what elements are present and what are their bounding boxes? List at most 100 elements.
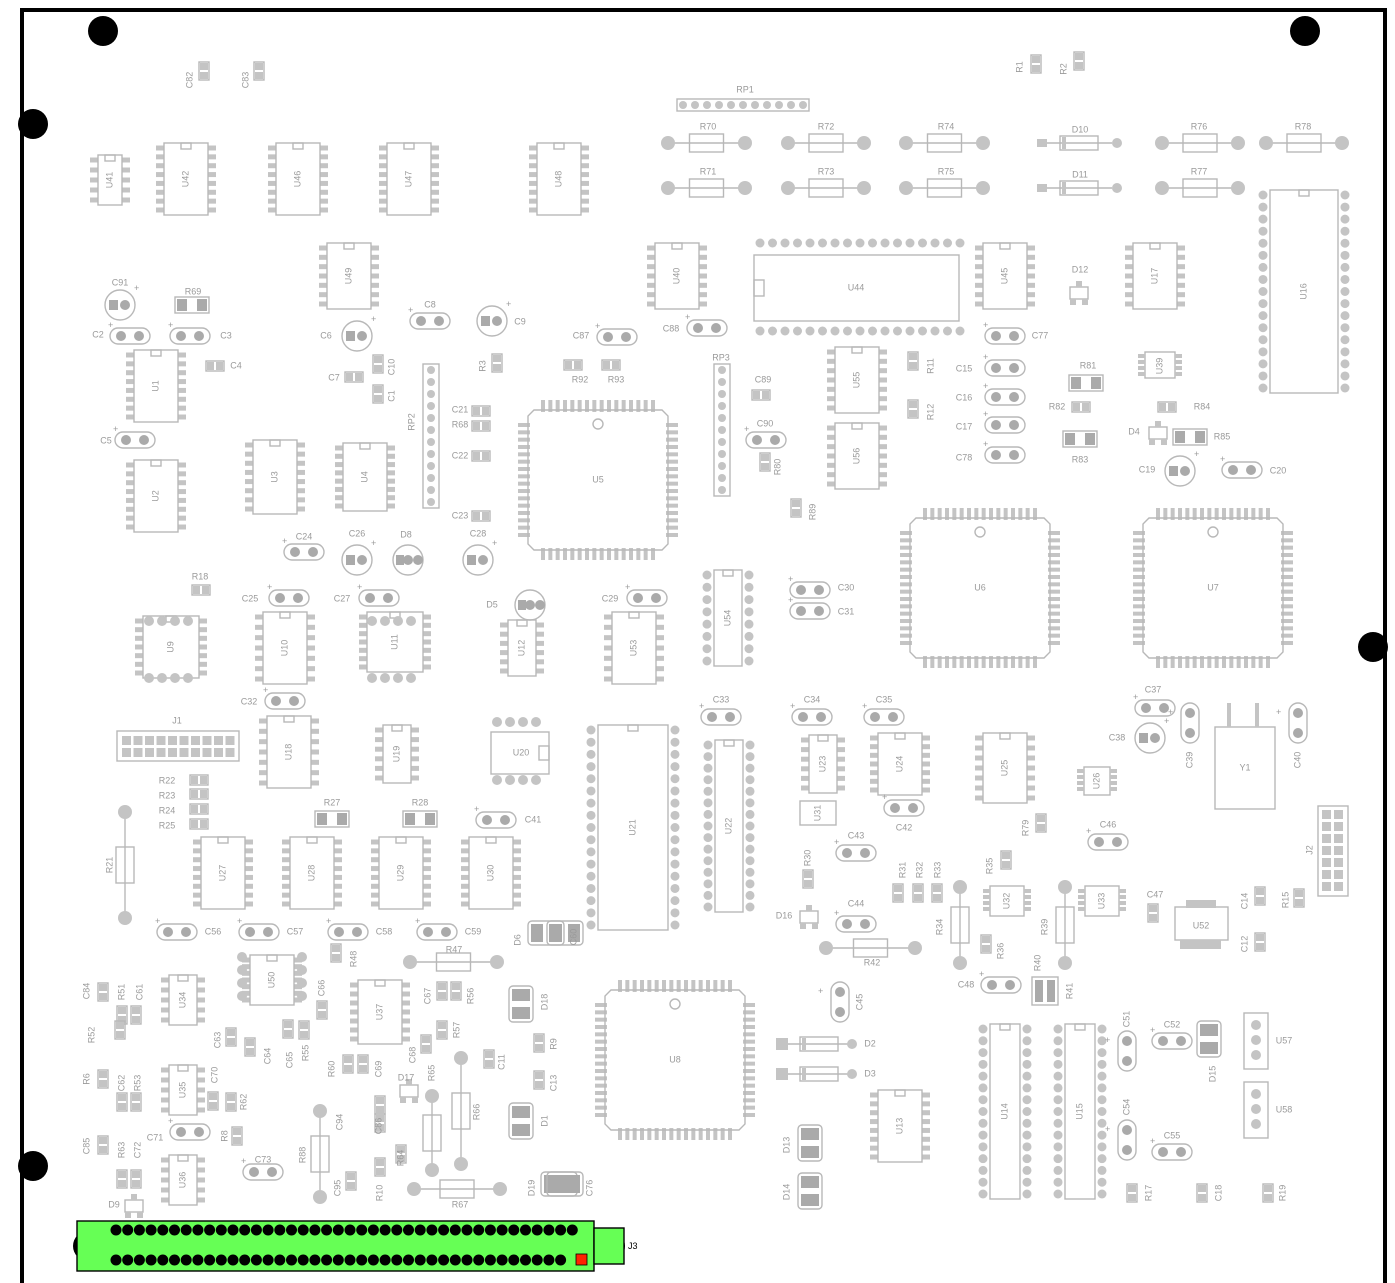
component-c4[interactable] bbox=[205, 360, 225, 372]
component-c25[interactable]: + bbox=[267, 582, 310, 607]
component-r31[interactable] bbox=[892, 883, 904, 903]
component-r22[interactable] bbox=[189, 774, 209, 786]
component-r52[interactable] bbox=[114, 1020, 126, 1040]
component-c51[interactable]: + bbox=[1105, 1030, 1137, 1072]
component-u9-pads[interactable] bbox=[144, 616, 193, 683]
component-c6[interactable]: + bbox=[341, 314, 376, 352]
component-r57[interactable] bbox=[436, 1020, 448, 1040]
component-c37[interactable]: + bbox=[1133, 692, 1176, 717]
component-r83[interactable] bbox=[1062, 430, 1098, 448]
component-c18[interactable] bbox=[1196, 1183, 1208, 1203]
component-c35[interactable]: + bbox=[862, 701, 905, 726]
component-c62[interactable] bbox=[116, 1092, 128, 1112]
component-u23[interactable] bbox=[801, 734, 845, 794]
component-r88[interactable] bbox=[310, 1104, 330, 1204]
component-c28[interactable]: + bbox=[462, 538, 497, 576]
component-c16[interactable]: + bbox=[983, 381, 1026, 406]
component-d9[interactable] bbox=[124, 1194, 144, 1218]
component-c20[interactable]: + bbox=[1220, 454, 1263, 479]
component-c32[interactable]: + bbox=[263, 685, 306, 710]
component-c66[interactable] bbox=[316, 1000, 328, 1020]
component-r85[interactable] bbox=[1172, 428, 1208, 446]
component-r70[interactable] bbox=[661, 133, 752, 153]
component-c95[interactable] bbox=[345, 1171, 357, 1191]
component-u45[interactable] bbox=[975, 242, 1035, 310]
component-r32[interactable] bbox=[912, 883, 924, 903]
component-u31[interactable] bbox=[799, 800, 837, 826]
component-c19[interactable]: + bbox=[1164, 449, 1199, 487]
component-c23[interactable] bbox=[471, 510, 491, 522]
component-c60[interactable] bbox=[546, 920, 584, 946]
component-u41[interactable] bbox=[90, 154, 130, 206]
component-r62[interactable] bbox=[225, 1092, 237, 1112]
component-r40[interactable] bbox=[1031, 976, 1059, 1006]
component-d18[interactable] bbox=[508, 985, 534, 1023]
component-c77[interactable]: + bbox=[983, 320, 1026, 345]
component-d8[interactable] bbox=[392, 544, 424, 576]
component-c14[interactable] bbox=[1254, 886, 1266, 906]
component-u19[interactable] bbox=[375, 724, 419, 784]
component-c48[interactable]: + bbox=[979, 969, 1022, 994]
component-c13[interactable] bbox=[533, 1070, 545, 1090]
component-c10[interactable] bbox=[372, 354, 384, 374]
component-c7[interactable] bbox=[344, 371, 364, 383]
component-c65[interactable] bbox=[282, 1019, 294, 1039]
component-c22[interactable] bbox=[471, 450, 491, 462]
component-u5[interactable] bbox=[518, 400, 678, 560]
component-u42[interactable] bbox=[156, 142, 216, 216]
component-c34[interactable]: + bbox=[790, 701, 833, 726]
component-r55[interactable] bbox=[298, 1020, 310, 1040]
component-c9[interactable]: + bbox=[476, 299, 511, 337]
component-c47[interactable] bbox=[1147, 903, 1159, 923]
component-c71[interactable]: + bbox=[168, 1116, 211, 1141]
component-j2[interactable] bbox=[1317, 805, 1349, 897]
component-r69[interactable] bbox=[174, 296, 210, 314]
component-u14[interactable] bbox=[978, 1023, 1032, 1200]
component-c69[interactable] bbox=[357, 1054, 369, 1074]
component-c2[interactable]: + bbox=[108, 320, 151, 345]
component-r48[interactable] bbox=[330, 943, 342, 963]
component-r80[interactable] bbox=[759, 452, 771, 472]
component-u40[interactable] bbox=[647, 242, 707, 310]
component-rp3[interactable] bbox=[713, 363, 731, 497]
component-u11[interactable] bbox=[359, 611, 431, 673]
component-d16[interactable] bbox=[799, 905, 819, 929]
component-r25[interactable] bbox=[189, 818, 209, 830]
component-rp2[interactable] bbox=[422, 363, 440, 509]
component-u13[interactable] bbox=[870, 1089, 930, 1163]
component-c87[interactable]: + bbox=[595, 321, 638, 346]
component-c57[interactable]: + bbox=[237, 916, 280, 941]
component-u56[interactable] bbox=[827, 422, 887, 490]
component-r3[interactable] bbox=[491, 353, 503, 373]
component-j1[interactable] bbox=[116, 730, 240, 762]
component-u32[interactable] bbox=[983, 885, 1031, 917]
component-c46[interactable]: + bbox=[1086, 826, 1129, 851]
component-r9[interactable] bbox=[533, 1033, 545, 1053]
component-u33[interactable] bbox=[1078, 885, 1126, 917]
component-r56[interactable] bbox=[450, 981, 462, 1001]
component-c61[interactable] bbox=[130, 1005, 142, 1025]
component-r19[interactable] bbox=[1262, 1183, 1274, 1203]
component-r78[interactable] bbox=[1259, 133, 1349, 153]
component-c24[interactable]: + bbox=[282, 536, 325, 561]
component-c41[interactable]: + bbox=[474, 804, 517, 829]
component-c90[interactable]: + bbox=[744, 424, 787, 449]
component-r74[interactable] bbox=[899, 133, 990, 153]
component-r15[interactable] bbox=[1293, 888, 1305, 908]
component-d3[interactable] bbox=[776, 1066, 857, 1082]
component-u34[interactable] bbox=[161, 974, 205, 1026]
component-c54[interactable]: + bbox=[1105, 1119, 1137, 1161]
component-u10[interactable] bbox=[255, 611, 315, 685]
component-u49[interactable] bbox=[319, 242, 379, 310]
component-d11[interactable] bbox=[1037, 180, 1122, 196]
component-d15[interactable] bbox=[1196, 1020, 1222, 1058]
component-d1[interactable] bbox=[508, 1102, 534, 1140]
component-r11[interactable] bbox=[907, 351, 919, 371]
component-u2[interactable] bbox=[126, 459, 186, 533]
component-u12[interactable] bbox=[500, 619, 544, 677]
component-u50-pads[interactable] bbox=[237, 952, 307, 1001]
component-r28[interactable] bbox=[402, 810, 438, 828]
component-c58[interactable]: + bbox=[326, 916, 369, 941]
component-c11[interactable] bbox=[483, 1049, 495, 1069]
component-u35[interactable] bbox=[161, 1064, 205, 1116]
